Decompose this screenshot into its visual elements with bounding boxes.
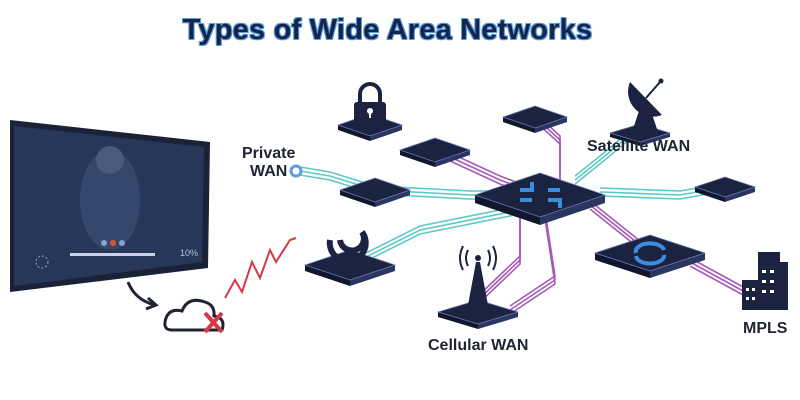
building-icon	[742, 252, 788, 310]
satellite-link	[574, 134, 631, 181]
video-screen	[10, 120, 210, 292]
satellite-wan-label: Satellite WAN	[587, 138, 691, 155]
cellular-tile	[436, 299, 520, 329]
arrow-head-icon	[145, 296, 159, 311]
progress-percent: 10%	[180, 248, 199, 258]
mpls-link	[689, 261, 746, 293]
connection-node-icon	[289, 164, 303, 178]
page-title: Types of Wide Area Networks	[182, 14, 593, 46]
lock-icon	[354, 82, 386, 124]
hub-arrows-icon	[520, 182, 562, 208]
x-error-icon	[203, 311, 224, 334]
teal-link	[349, 209, 521, 266]
arrow-icon	[126, 281, 156, 307]
router-tile	[398, 137, 472, 167]
signal-interference-icon	[224, 237, 297, 299]
mpls-link	[689, 257, 746, 289]
loading-spinner-icon	[35, 255, 49, 269]
mpls-label: MPLS	[743, 320, 788, 337]
private-wan-link	[299, 166, 376, 187]
swirl-logo-icon	[326, 230, 369, 264]
teal-link	[349, 205, 521, 262]
teal-link	[349, 213, 521, 270]
router-tile	[501, 105, 569, 133]
network-tiles	[303, 105, 757, 329]
router-tile	[693, 176, 757, 202]
refresh-icon	[633, 241, 666, 266]
satellite-dish-icon	[628, 78, 664, 132]
router-tile	[338, 177, 412, 207]
cellular-link	[477, 219, 521, 305]
cell-tower-icon	[459, 245, 497, 305]
satellite-link	[574, 138, 631, 185]
mpls-link	[689, 265, 746, 297]
swirl-tile	[303, 230, 397, 286]
refresh-tile	[593, 234, 707, 278]
central-hub-tile	[473, 172, 607, 225]
cellular-wan-label: Cellular WAN	[428, 337, 529, 354]
progress-bar[interactable]	[70, 253, 155, 256]
purple-link	[509, 218, 556, 315]
